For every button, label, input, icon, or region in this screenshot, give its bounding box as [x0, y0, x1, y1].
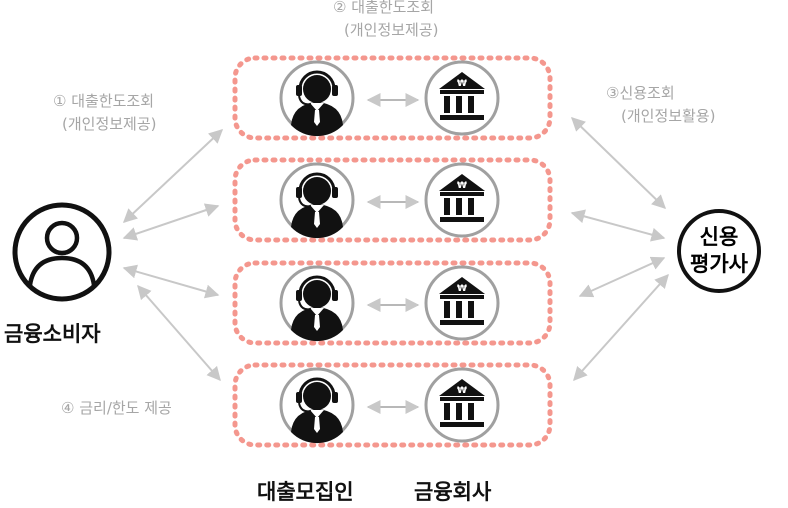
headset-agent-icon [279, 162, 355, 240]
step3-label-line2: (개인정보활용) [621, 107, 716, 125]
step1-label-line1: ① 대출한도조회 [53, 92, 155, 110]
bureau-arrow-1 [570, 117, 667, 209]
credit-bureau-circle [677, 209, 761, 293]
consumer-arrow-4 [137, 284, 221, 382]
headset-agent-icon [279, 265, 355, 343]
credit-bureau-label: 신용 평가사 [674, 224, 764, 278]
dashed-row-1 [232, 55, 553, 141]
bank-won-icon [424, 367, 500, 443]
step3-label-line1: ③신용조회 [606, 84, 675, 102]
dashed-row-3 [232, 260, 553, 346]
headset-agent-icon [279, 367, 355, 445]
dashed-row-4 [232, 362, 553, 448]
bureau-arrow-3 [578, 256, 666, 298]
agent-column-label: 대출모집인 [257, 480, 354, 504]
step2-label-line2: (개인정보제공) [344, 21, 439, 39]
bureau-arrow-2 [570, 209, 666, 242]
bank-won-icon [424, 162, 500, 238]
consumer-arrow-2 [122, 203, 220, 241]
step2-label-line1: ② 대출한도조회 [333, 0, 435, 16]
bank-won-icon [424, 265, 500, 341]
consumer-arrow-1 [122, 129, 224, 223]
step1-label-line2: (개인정보제공) [62, 115, 157, 133]
credit-bureau-line1: 신용 [699, 225, 739, 249]
step4-label: ④ 금리/한도 제공 [61, 399, 172, 417]
bank-won-icon [424, 60, 500, 136]
headset-agent-icon [279, 60, 355, 138]
bank-column-label: 금융회사 [414, 480, 492, 504]
bureau-arrow-4 [573, 273, 669, 382]
consumer-arrow-3 [122, 264, 220, 299]
dashed-row-2 [232, 157, 553, 243]
consumer-label: 금융소비자 [4, 322, 101, 346]
credit-bureau-line2: 평가사 [690, 252, 748, 276]
person-icon [12, 202, 112, 302]
